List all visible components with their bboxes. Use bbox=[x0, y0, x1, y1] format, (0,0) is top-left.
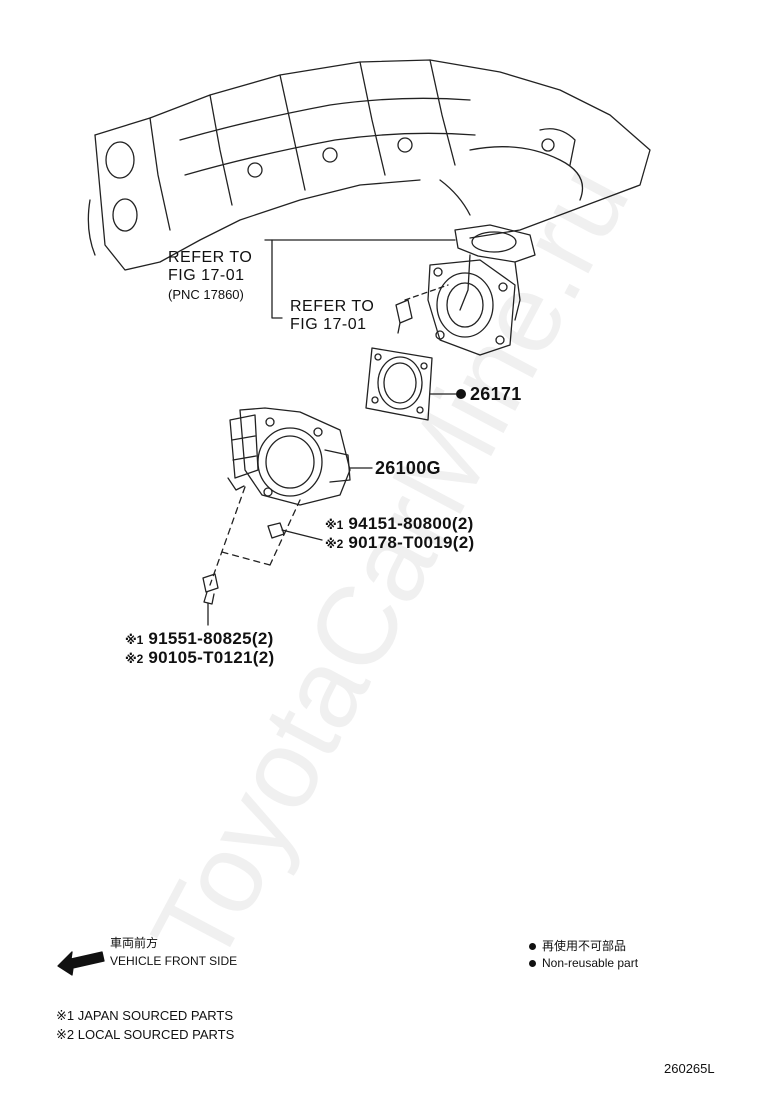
part-number-throttle-body[interactable]: 26100G bbox=[375, 458, 441, 478]
part-number-bolt-jp[interactable]: 91551-80825(2) bbox=[148, 629, 274, 648]
mark-2: ※2 bbox=[125, 652, 144, 666]
refer-label-1-line3: (PNC 17860) bbox=[168, 287, 244, 302]
figure-code: 260265L bbox=[664, 1061, 715, 1076]
part-number-bolt-local[interactable]: 90105-T0121(2) bbox=[148, 648, 275, 667]
bullet-dot-icon bbox=[529, 943, 536, 951]
part-number-nut-local-row: ※2 90178-T0019(2) bbox=[325, 534, 475, 552]
note-japan-sourced: ※1 JAPAN SOURCED PARTS bbox=[56, 1008, 234, 1023]
part-number-gasket[interactable]: 26171 bbox=[470, 384, 522, 404]
refer-label-2: REFER TO FIG 17-01 bbox=[290, 298, 374, 334]
bullet-dot-icon bbox=[529, 960, 536, 968]
bolt-drawing bbox=[202, 573, 219, 605]
non-reusable-dot-icon bbox=[456, 389, 466, 399]
refer-label-2-line2: FIG 17-01 bbox=[290, 316, 367, 333]
part-number-bolt-jp-row: ※1 91551-80825(2) bbox=[125, 630, 274, 648]
legend-jp-row: 再使用不可部品 bbox=[529, 939, 626, 953]
legend-jp: 再使用不可部品 bbox=[542, 939, 627, 953]
part-number-nut-jp[interactable]: 94151-80800(2) bbox=[348, 514, 474, 533]
part-number-bolt-local-row: ※2 90105-T0121(2) bbox=[125, 649, 275, 667]
stud-drawing bbox=[395, 299, 413, 334]
refer-label-1: REFER TO FIG 17-01 (PNC 17860) bbox=[168, 249, 252, 302]
mark-2: ※2 bbox=[325, 537, 344, 551]
gasket-drawing bbox=[365, 347, 433, 421]
throttle-body-drawing bbox=[227, 407, 351, 506]
vehicle-front-jp: 車両前方 bbox=[110, 936, 159, 950]
mark-1: ※1 bbox=[325, 518, 344, 532]
refer-label-2-line1: REFER TO bbox=[290, 298, 375, 315]
part-number-nut-jp-row: ※1 94151-80800(2) bbox=[325, 515, 474, 533]
vehicle-front-arrow-icon bbox=[57, 951, 105, 976]
mark-1: ※1 bbox=[125, 633, 144, 647]
intake-pipe-drawing bbox=[427, 224, 536, 356]
intake-manifold-drawing bbox=[87, 59, 651, 271]
refer-label-1-line1: REFER TO bbox=[168, 249, 253, 266]
note-local-sourced: ※2 LOCAL SOURCED PARTS bbox=[56, 1027, 235, 1042]
vehicle-front-en: VEHICLE FRONT SIDE bbox=[110, 954, 238, 968]
part-number-nut-local[interactable]: 90178-T0019(2) bbox=[348, 533, 475, 552]
legend-en: Non-reusable part bbox=[542, 956, 639, 970]
legend-en-row: Non-reusable part bbox=[529, 956, 638, 970]
refer-label-1-line2: FIG 17-01 bbox=[168, 267, 245, 284]
